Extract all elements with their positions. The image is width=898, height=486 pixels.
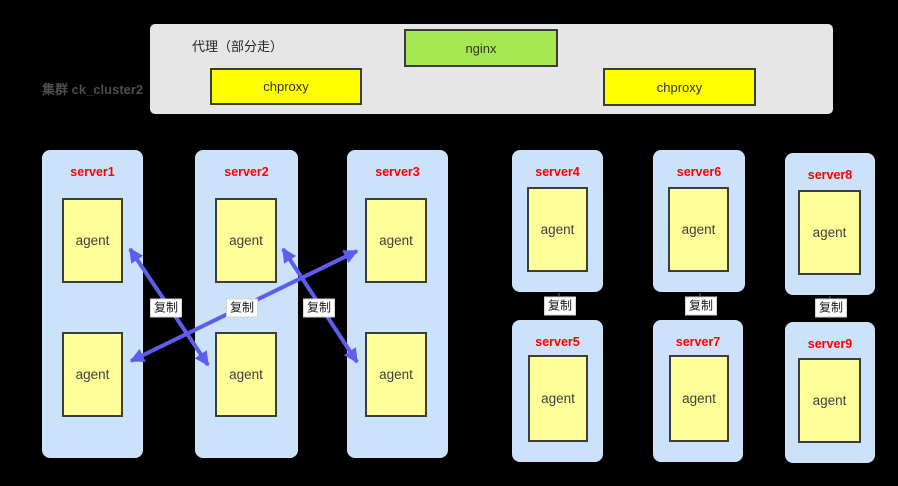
server3-agent-top: agent: [365, 198, 427, 283]
chproxy-right-box: chproxy: [603, 68, 756, 106]
chproxy-left-box: chproxy: [210, 68, 362, 105]
server7-box: server7 agent: [653, 320, 743, 462]
server6-box: server6 agent: [653, 150, 745, 292]
server1-agent-top: agent: [62, 198, 123, 283]
replication-label: 复制: [225, 298, 259, 318]
server1-box: server1 agent agent: [42, 150, 143, 458]
nginx-box: nginx: [404, 29, 558, 67]
server2-agent-bottom: agent: [215, 332, 277, 417]
server5-title: server5: [535, 335, 580, 349]
server9-agent: agent: [798, 358, 861, 443]
replication-label: 复制: [149, 298, 183, 318]
server4-agent: agent: [527, 187, 588, 272]
server1-agent-bottom: agent: [62, 332, 123, 417]
replication-label: 复制: [814, 298, 848, 318]
proxy-panel: 代理（部分走） nginx chproxy chproxy: [150, 24, 833, 114]
server7-title: server7: [675, 335, 721, 349]
server9-box: server9 agent: [785, 322, 875, 463]
server2-title: server2: [224, 165, 269, 179]
proxy-panel-title: 代理（部分走）: [192, 39, 284, 54]
cluster-label: 集群 ck_cluster2: [42, 82, 144, 97]
server5-agent: agent: [528, 355, 588, 442]
server8-agent: agent: [798, 190, 861, 275]
replication-label: 复制: [302, 298, 336, 318]
server7-agent: agent: [669, 355, 729, 442]
server4-box: server4 agent: [512, 150, 603, 292]
server2-agent-top: agent: [215, 198, 277, 283]
server4-title: server4: [535, 165, 580, 179]
server3-title: server3: [375, 165, 420, 179]
server6-title: server6: [676, 165, 722, 179]
server3-agent-bottom: agent: [365, 332, 427, 417]
server5-box: server5 agent: [512, 320, 603, 462]
server6-agent: agent: [668, 187, 729, 272]
replication-label: 复制: [684, 296, 718, 316]
server9-title: server9: [807, 337, 853, 351]
replication-label: 复制: [543, 296, 577, 316]
server3-box: server3 agent agent: [347, 150, 448, 458]
server1-title: server1: [70, 165, 115, 179]
server8-box: server8 agent: [785, 153, 875, 295]
server8-title: server8: [807, 168, 853, 182]
